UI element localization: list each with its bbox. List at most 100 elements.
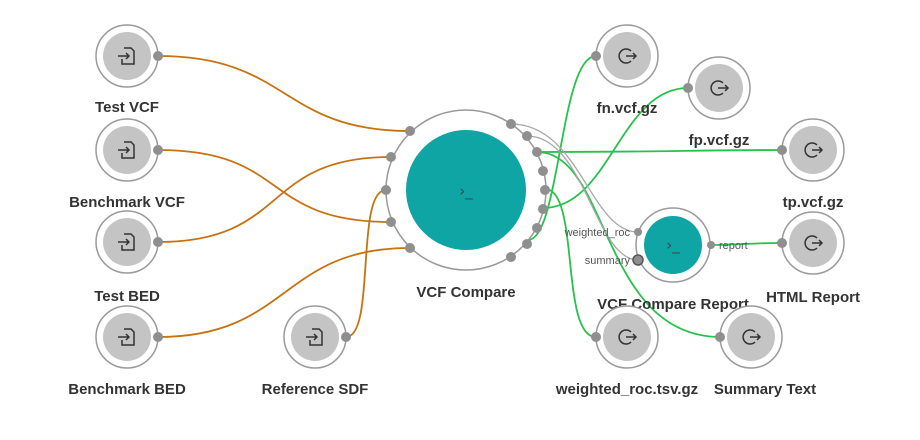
edge-compare-to-weighted-roc[interactable] (544, 188, 597, 338)
node-label: tp.vcf.gz (783, 194, 844, 211)
arrow-out (626, 333, 638, 341)
file-export-icon (804, 235, 824, 251)
node-label: HTML Report (766, 289, 860, 306)
node-label: Test VCF (95, 99, 159, 116)
port[interactable] (153, 332, 163, 342)
arc (742, 329, 756, 345)
port[interactable] (153, 237, 163, 247)
port[interactable] (405, 126, 415, 136)
node-label: VCF Compare (416, 284, 515, 301)
file-import-icon (118, 47, 135, 65)
edge-compare-to-report-summary[interactable] (526, 135, 639, 261)
port[interactable] (153, 51, 163, 61)
arrow-in (118, 146, 131, 154)
port-label-report: report (719, 240, 748, 252)
port-weighted-roc[interactable] (634, 228, 642, 236)
node-benchmark-vcf[interactable]: Benchmark VCF (69, 118, 185, 211)
arc (710, 80, 724, 96)
node-label: Summary Text (714, 381, 816, 398)
terminal-prompt-icon: ›_ (459, 182, 473, 201)
node-test-vcf[interactable]: Test VCF (95, 24, 163, 116)
port-label-summary: summary (585, 255, 631, 267)
arrow-in (118, 238, 131, 246)
port[interactable] (540, 185, 550, 195)
port[interactable] (506, 252, 516, 262)
port[interactable] (522, 239, 532, 249)
node-reference-sdf[interactable]: Reference SDF (262, 305, 369, 398)
port[interactable] (591, 332, 601, 342)
node-weighted-roc[interactable]: weighted_roc.tsv.gz (555, 305, 698, 398)
node-html-report[interactable]: HTML Report (766, 211, 860, 306)
port-summary[interactable] (632, 254, 644, 266)
port[interactable] (506, 119, 516, 129)
port[interactable] (777, 145, 787, 155)
edge-benchmark-bed-to-compare[interactable] (157, 247, 411, 338)
file-import-icon (118, 233, 135, 251)
file-export-icon (804, 142, 824, 158)
edge-benchmark-vcf-to-compare[interactable] (157, 149, 392, 223)
port[interactable] (522, 131, 532, 141)
node-label: fn.vcf.gz (597, 100, 658, 117)
port[interactable] (715, 332, 725, 342)
output-ports (506, 119, 550, 262)
port[interactable] (386, 152, 396, 162)
edge-report-to-html[interactable] (710, 242, 782, 246)
port[interactable] (153, 145, 163, 155)
port[interactable] (777, 238, 787, 248)
arrow-out (812, 239, 824, 247)
port[interactable] (538, 204, 548, 214)
node-label: Test BED (94, 288, 160, 305)
arc (804, 142, 818, 158)
port[interactable] (683, 83, 693, 93)
terminal-prompt-icon: ›_ (666, 236, 680, 255)
file-import-icon (118, 328, 135, 346)
node-benchmark-bed[interactable]: Benchmark BED (68, 305, 186, 398)
node-label: Benchmark VCF (69, 194, 185, 211)
edge-compare-to-summary-text[interactable] (536, 151, 722, 338)
port[interactable] (591, 51, 601, 61)
file-outline (121, 328, 135, 346)
node-label: fp.vcf.gz (689, 132, 750, 149)
edge-test-bed-to-compare[interactable] (157, 156, 392, 243)
file-outline (121, 233, 135, 251)
arrow-out (750, 333, 762, 341)
arrow-out (626, 52, 638, 60)
file-outline (309, 328, 323, 346)
node-label: Reference SDF (262, 381, 369, 398)
port[interactable] (405, 243, 415, 253)
node-tp-vcf[interactable]: tp.vcf.gz (777, 118, 845, 211)
port[interactable] (381, 185, 391, 195)
file-import-icon (118, 141, 135, 159)
node-summary-text[interactable]: Summary Text (714, 305, 816, 398)
edge-reference-sdf-to-compare[interactable] (345, 189, 387, 338)
port[interactable] (532, 223, 542, 233)
node-label: Benchmark BED (68, 381, 186, 398)
edge-test-vcf-to-compare[interactable] (157, 55, 411, 132)
arc (618, 48, 632, 64)
port[interactable] (532, 147, 542, 157)
file-export-icon (618, 329, 638, 345)
node-fp-vcf[interactable]: fp.vcf.gz (683, 56, 751, 149)
port[interactable] (341, 332, 351, 342)
edge-compare-to-tp[interactable] (536, 149, 783, 153)
node-vcf-compare-report[interactable]: ›_ weighted_roc summary report VCF Compa… (564, 207, 749, 313)
file-import-icon (306, 328, 323, 346)
arrow-out (718, 84, 730, 92)
input-ports (381, 126, 415, 253)
node-test-bed[interactable]: Test BED (94, 210, 163, 305)
port[interactable] (386, 217, 396, 227)
file-export-icon (618, 48, 638, 64)
file-export-icon (710, 80, 730, 96)
port[interactable] (538, 166, 548, 176)
file-outline (121, 47, 135, 65)
node-fn-vcf[interactable]: fn.vcf.gz (591, 24, 659, 117)
arrow-in (306, 333, 319, 341)
arc (618, 329, 632, 345)
edge-compare-to-fp[interactable] (542, 87, 689, 209)
port-report[interactable] (707, 241, 715, 249)
arrow-out (812, 146, 824, 154)
arrow-in (118, 333, 131, 341)
edge-compare-to-report-roc[interactable] (510, 123, 639, 233)
node-vcf-compare[interactable]: ›_ VCF Compare (381, 109, 550, 301)
